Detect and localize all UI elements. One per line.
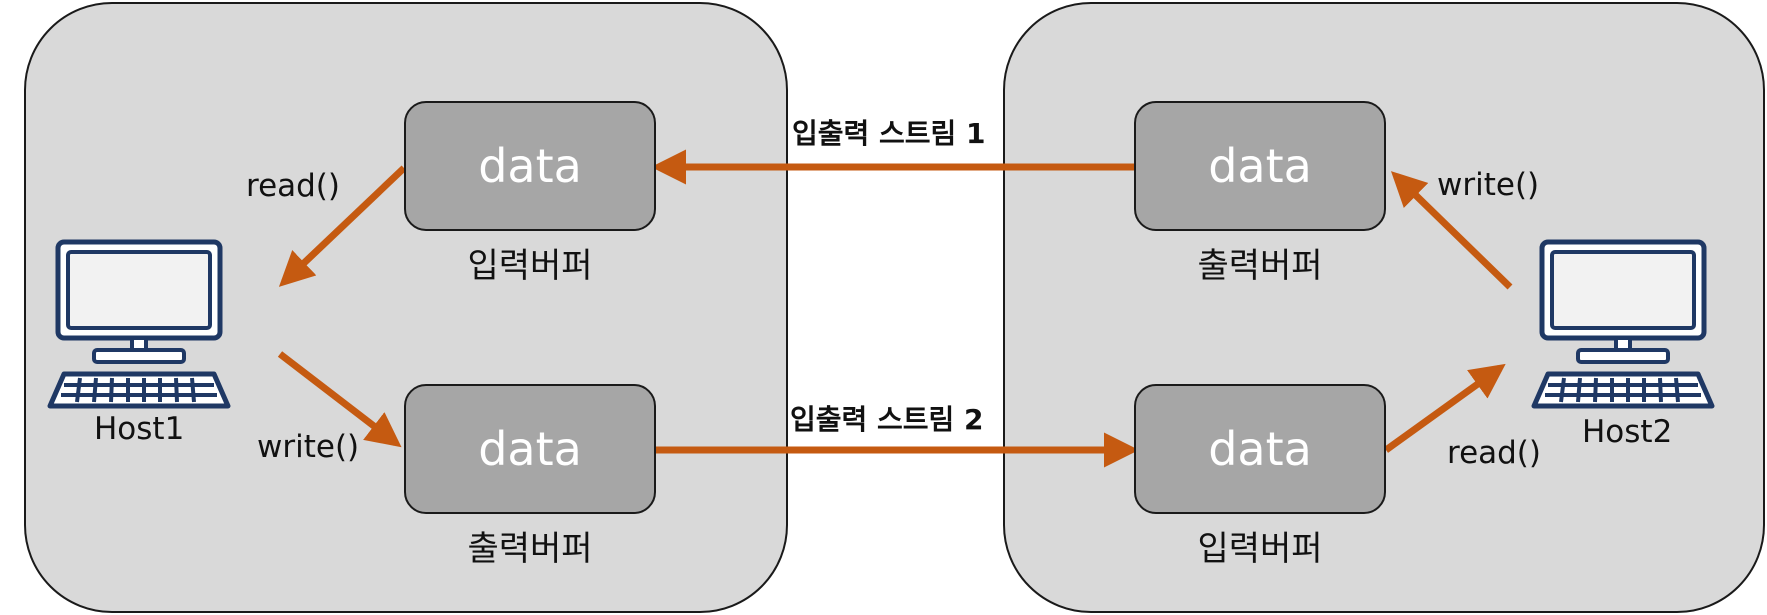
host2-write-arrow [1390, 171, 1513, 290]
host2-input-buffer-data: data [1208, 422, 1312, 476]
host2-input-buffer-label: 입력버퍼 [1197, 529, 1323, 569]
host1-input-buffer-data: data [478, 139, 582, 193]
host1-computer-icon [50, 242, 228, 406]
host1-input-buffer-label: 입력버퍼 [467, 246, 593, 286]
host2-read-arrow [1383, 363, 1506, 453]
stream2-label: 입출력 스트림 2 [790, 403, 984, 436]
host1-output-buffer-data: data [478, 422, 582, 476]
host2-name: Host2 [1582, 414, 1673, 450]
host1-input-buffer: data [404, 101, 656, 231]
host1-read-arrow [278, 165, 407, 287]
host1-write-arrow [277, 351, 402, 448]
host1-name: Host1 [94, 411, 185, 447]
host1-output-buffer-label: 출력버퍼 [467, 529, 593, 569]
host2-output-buffer-data: data [1208, 139, 1312, 193]
host1-write-label: write() [257, 429, 360, 465]
host2-computer-icon [1534, 242, 1712, 406]
stream1-label: 입출력 스트림 1 [792, 117, 986, 150]
host2-read-label: read() [1447, 435, 1541, 471]
host1-read-label: read() [246, 168, 340, 204]
host2-output-buffer: data [1134, 101, 1386, 231]
host2-write-label: write() [1437, 167, 1540, 203]
host2-input-buffer: data [1134, 384, 1386, 514]
host2-output-buffer-label: 출력버퍼 [1197, 246, 1323, 286]
host1-output-buffer: data [404, 384, 656, 514]
